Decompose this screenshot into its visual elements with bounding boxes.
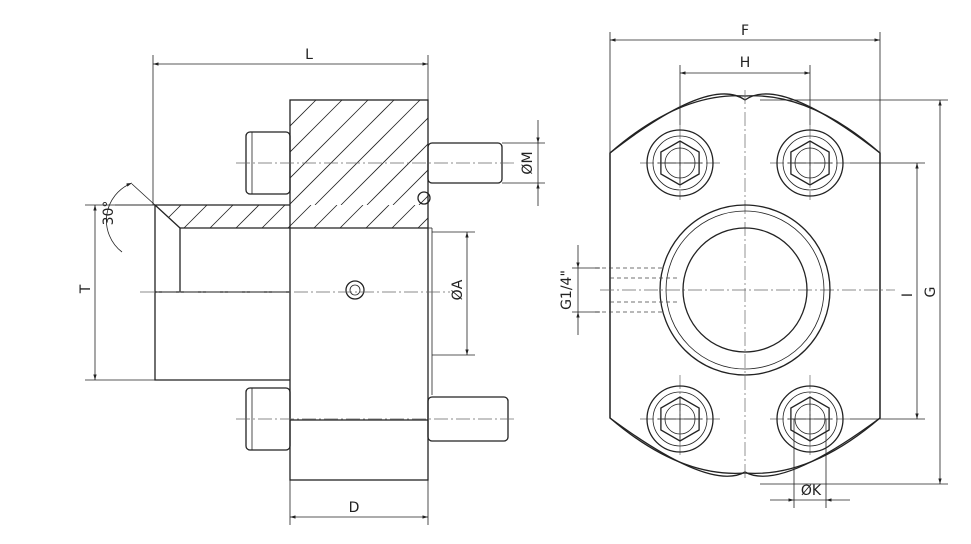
dim-A: ØA (432, 231, 475, 356)
front-view: F H G I ØK (559, 23, 948, 508)
dim-F-label: F (741, 23, 749, 39)
dim-T-label: T (78, 284, 94, 294)
dim-L-label: L (305, 47, 313, 63)
dim-M-label: ØM (520, 151, 536, 174)
top-bolt (236, 131, 515, 195)
side-port-icon (345, 280, 365, 300)
bottom-bolt (236, 387, 515, 451)
dim-H: H (679, 55, 811, 125)
dim-M: ØM (502, 120, 545, 206)
bolt-head-icon (646, 385, 714, 453)
dim-K: ØK (770, 419, 850, 508)
central-bore (659, 204, 831, 376)
dim-A-label: ØA (450, 279, 466, 300)
thread-port (595, 267, 680, 313)
dim-thread-label: G1/4" (559, 270, 575, 310)
side-body-outline (154, 99, 433, 481)
flange-bolts (646, 129, 844, 453)
dim-I-label: I (900, 293, 916, 297)
dim-D: D (289, 480, 429, 525)
dim-angle: 30° (101, 182, 156, 253)
dim-I: I (850, 162, 925, 420)
side-port-inner-icon (349, 284, 361, 296)
dim-thread: G1/4" (559, 245, 600, 335)
dim-G-label: G (923, 287, 939, 298)
dim-K-label: ØK (801, 483, 822, 499)
dim-H-label: H (740, 55, 751, 71)
dim-D-label: D (349, 500, 360, 516)
dim-F: F (609, 23, 881, 153)
dim-G: G (760, 99, 948, 485)
o-ring-icon (417, 191, 431, 205)
dim-angle-label: 30° (101, 201, 117, 226)
dim-T: T (78, 204, 155, 381)
side-hatching (155, 100, 428, 228)
bolt-head-icon (776, 129, 844, 197)
bolt-head-icon (776, 385, 844, 453)
bolt-head-icon (646, 129, 714, 197)
dim-L: L (152, 47, 429, 205)
side-view: L D T 30° ØM (78, 47, 545, 525)
